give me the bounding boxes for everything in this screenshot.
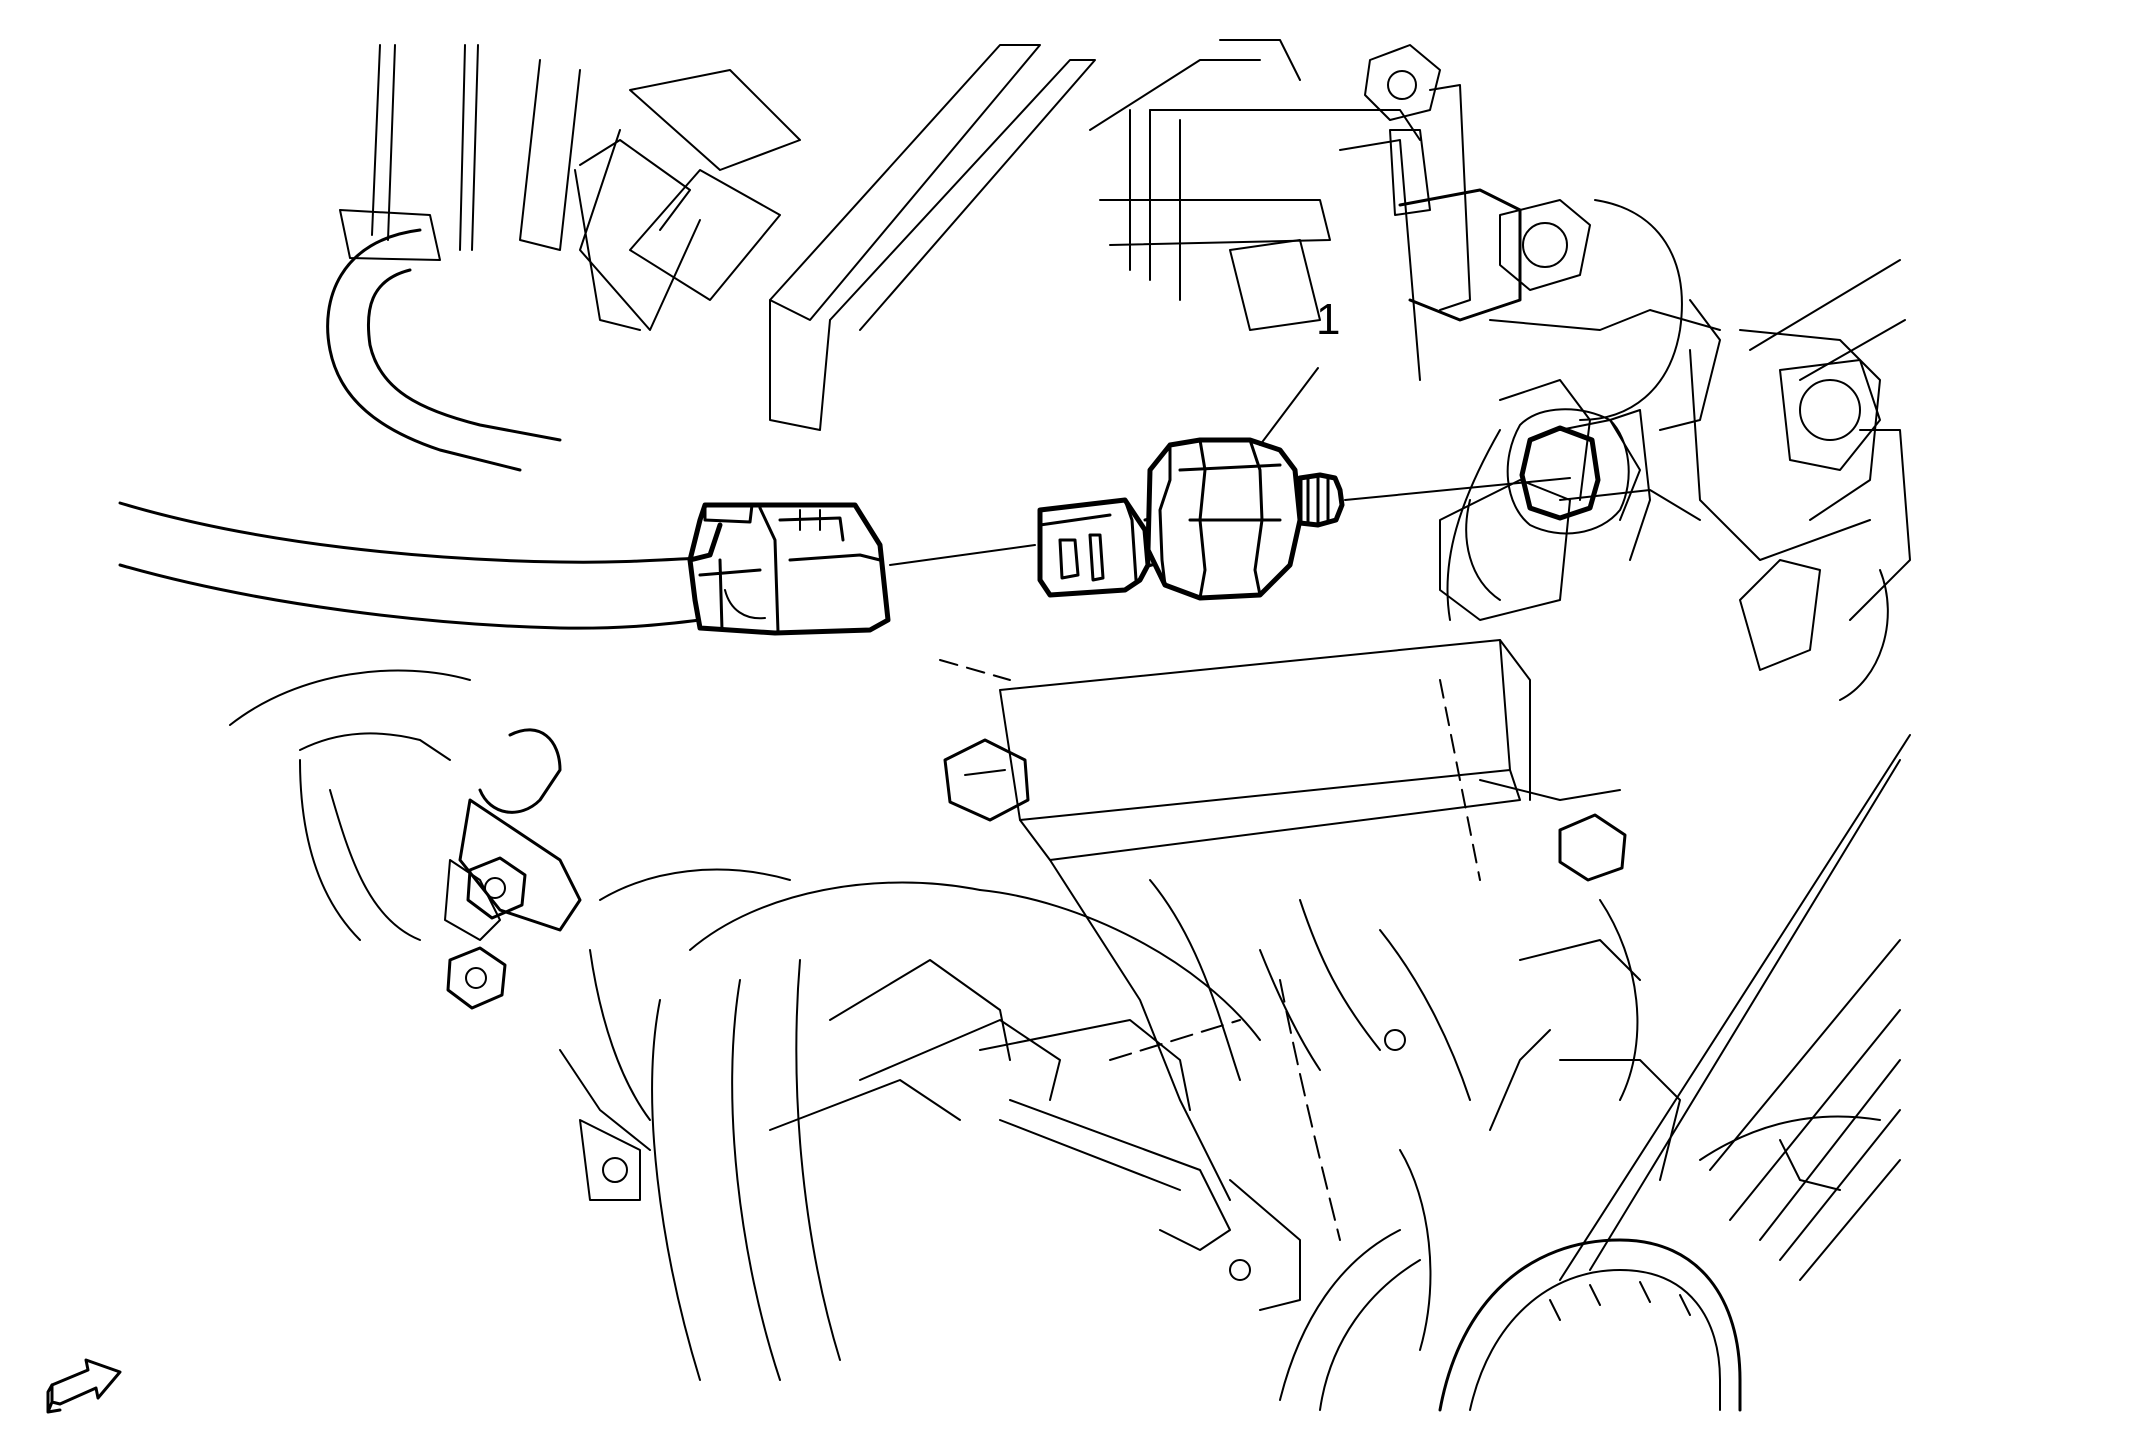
callout-1-label: 1: [1316, 295, 1341, 344]
harness-connector: [687, 502, 891, 636]
view-direction-arrow-icon: [46, 1358, 122, 1414]
sensor-mounting-boss: [1446, 408, 1651, 621]
lower-engine-linework: [229, 639, 1911, 1412]
mounting-guide-line: [1344, 477, 1571, 501]
callout-leader-line: [1259, 367, 1319, 446]
connection-guide-line: [889, 544, 1036, 566]
upper-engine-linework: [326, 39, 1911, 701]
wiring-harness: [118, 501, 702, 630]
knock-sensor: [1037, 437, 1345, 601]
